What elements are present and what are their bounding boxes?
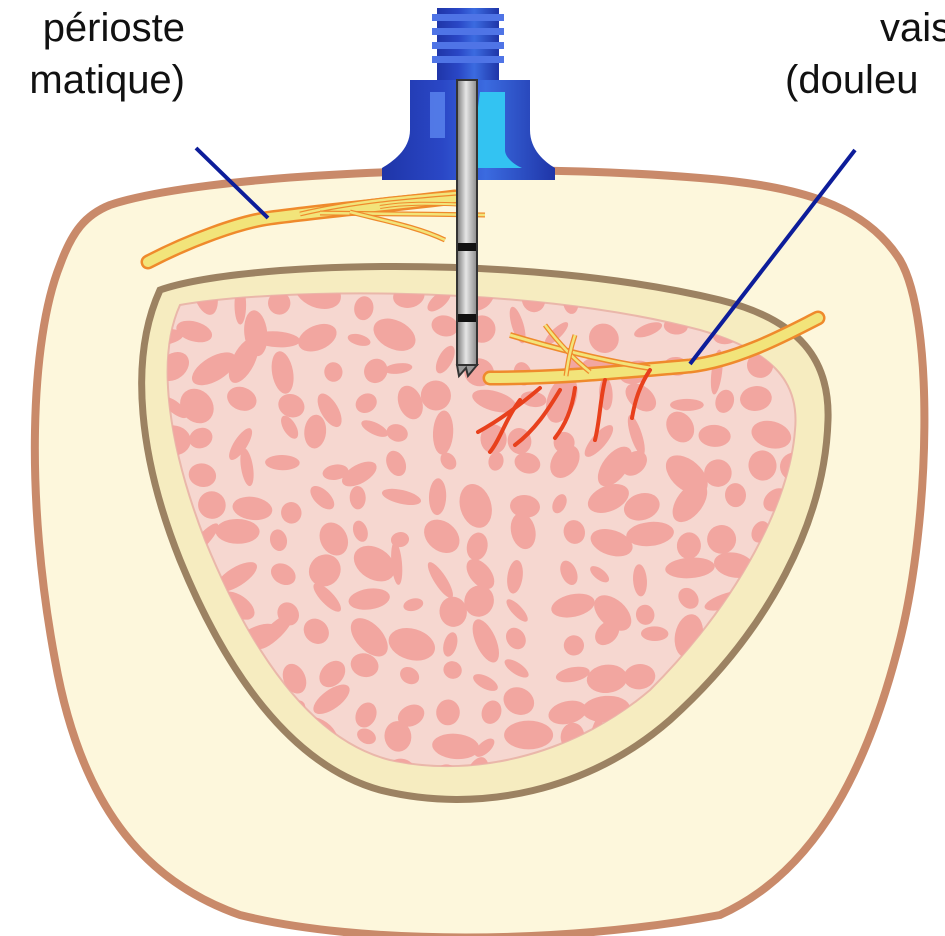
trabecula <box>670 399 704 411</box>
periosteum-label-line2: matique) <box>29 58 185 102</box>
biopsy-needle-shaft <box>457 80 477 376</box>
vessel-label-line2: (douleu <box>785 58 918 102</box>
trabecula <box>504 721 553 750</box>
vessel-label: vais <box>880 6 945 50</box>
periosteum-label: périoste <box>43 6 185 50</box>
